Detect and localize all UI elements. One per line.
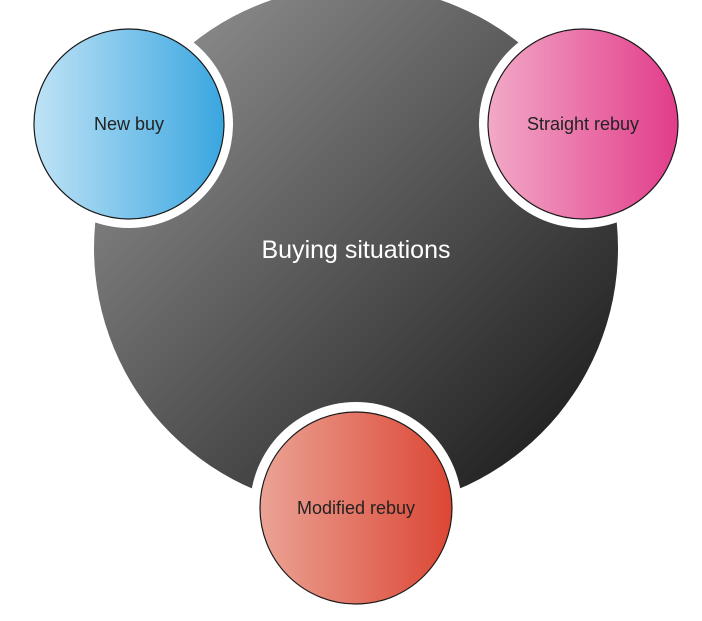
node-new-buy: New buy	[25, 20, 233, 228]
node-straight-rebuy-circle	[487, 28, 679, 220]
node-new-buy-circle	[33, 28, 225, 220]
node-new-buy-label: New buy	[94, 114, 164, 134]
node-straight-rebuy: Straight rebuy	[479, 20, 687, 228]
node-straight-rebuy-label: Straight rebuy	[527, 114, 639, 134]
center-label: Buying situations	[261, 236, 450, 264]
node-modified-rebuy-label: Modified rebuy	[297, 498, 415, 518]
node-modified-rebuy-circle	[259, 411, 453, 605]
node-modified-rebuy: Modified rebuy	[250, 402, 462, 614]
